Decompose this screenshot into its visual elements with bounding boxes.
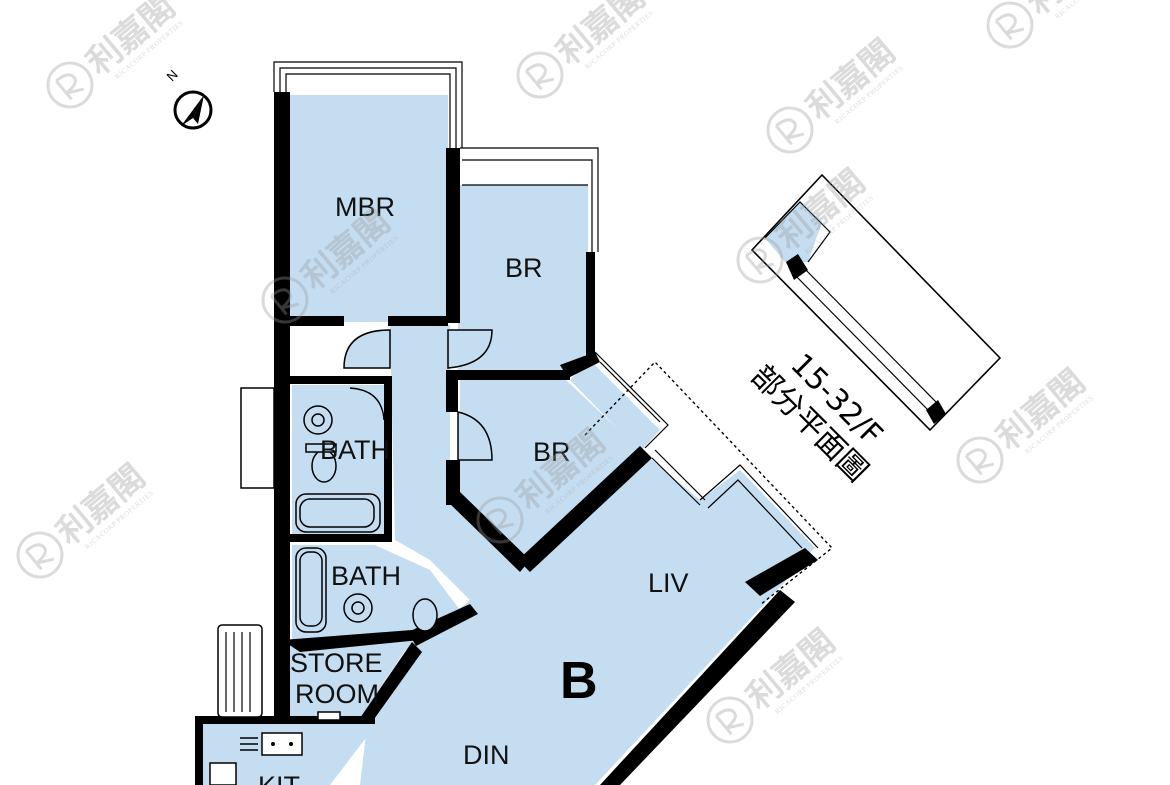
fixtures	[209, 405, 438, 785]
partial-plan-marker	[584, 360, 834, 606]
north-arrow-icon	[173, 90, 213, 130]
kitchen-sink	[209, 762, 237, 785]
key-plan-inset	[750, 173, 1002, 432]
room-label-store-2: ROOM	[295, 679, 379, 709]
svg-text:利嘉閣: 利嘉閣	[549, 0, 653, 73]
north-arrow: N	[164, 67, 213, 130]
toilet-lower	[412, 598, 438, 632]
north-label: N	[164, 67, 181, 84]
room-label-kit: KIT	[258, 771, 300, 785]
room-label-br-upper: BR	[505, 253, 543, 283]
room-label-br-lower: BR	[533, 437, 571, 467]
room-label-liv: LIV	[648, 568, 689, 598]
doors	[343, 329, 493, 461]
room-label-mbr: MBR	[335, 192, 395, 222]
room-label-bath-upper: BATH	[320, 435, 390, 465]
unit-label: B	[560, 652, 598, 710]
room-label-bath-lower: BATH	[331, 561, 401, 591]
walls	[195, 92, 818, 785]
room-fills	[203, 95, 815, 785]
windows	[217, 61, 819, 718]
room-label-din: DIN	[463, 740, 510, 770]
room-label-store-1: STORE	[290, 648, 383, 678]
kitchen-hob	[261, 732, 303, 756]
